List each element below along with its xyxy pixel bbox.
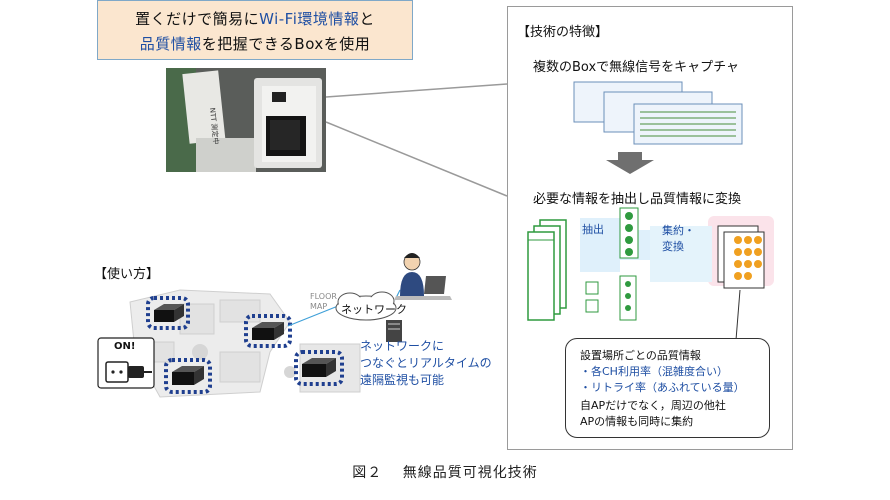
features-title: 【技術の特徴】 — [517, 25, 609, 40]
usage-desc-line-1: ネットワークに — [360, 339, 445, 353]
intro-line-1: 置くだけで簡易にWi-Fi環境情報と — [98, 8, 412, 29]
intro-line-2-post: を把握できるBoxを使用 — [201, 35, 371, 53]
aggregate-label-1: 集約・ — [662, 224, 695, 237]
intro-line-1-highlight: Wi-Fi環境情報 — [259, 10, 360, 28]
power-socket-icon — [97, 337, 155, 389]
aggregate-label-2: 変換 — [662, 240, 684, 253]
extract-label: 抽出 — [582, 223, 604, 236]
capture-screens — [573, 81, 743, 145]
down-arrow-icon — [606, 152, 654, 174]
extraction-diagram — [527, 207, 774, 321]
power-on-label: ON! — [114, 341, 136, 352]
floor-box-3 — [164, 358, 212, 394]
device-label: NTT 測定中 — [208, 107, 221, 145]
intro-callout: 置くだけで簡易にWi-Fi環境情報と 品質情報を把握できるBoxを使用 — [97, 0, 413, 60]
info-pointer — [735, 289, 741, 341]
usage-title: 【使い方】 — [94, 267, 160, 282]
info-line-3: ・リトライ率（あふれている量） — [580, 381, 745, 394]
operator-icon — [394, 253, 452, 300]
intro-line-2: 品質情報を把握できるBoxを使用 — [98, 33, 412, 54]
floor-map-label-1: FLOOR — [310, 292, 337, 301]
features-capture-text: 複数のBoxで無線信号をキャプチャ — [533, 60, 740, 75]
quality-info-box: 設置場所ごとの品質情報 ・各CH利用率（混雑度合い） ・リトライ率（あふれている… — [565, 338, 770, 438]
device-photo-illustration: NTT 測定中 — [166, 68, 326, 172]
intro-line-1-post: と — [359, 10, 375, 28]
features-extract-text: 必要な情報を抽出し品質情報に変換 — [533, 192, 742, 207]
figure-caption: 図２ 無線品質可視化技術 — [352, 465, 538, 481]
connector-upper — [325, 83, 508, 98]
network-cloud-icon — [335, 291, 397, 321]
network-label: ネットワーク — [341, 303, 407, 316]
floor-map-label-2: MAP — [310, 302, 328, 311]
network-arrow — [287, 305, 339, 327]
floor-box-1 — [146, 296, 190, 330]
floor-box-2 — [244, 314, 292, 348]
info-line-5: APの情報も同時に集約 — [580, 415, 694, 428]
usage-desc-line-2: つなぐとリアルタイムの — [360, 356, 492, 370]
info-line-4: 自APだけでなく，周辺の他社 — [580, 399, 726, 412]
intro-line-2-highlight: 品質情報 — [139, 35, 202, 53]
usage-desc-line-3: 遠隔監視も可能 — [360, 373, 445, 387]
info-line-1: 設置場所ごとの品質情報 — [580, 349, 701, 362]
server-icon — [386, 320, 402, 342]
device-photo: NTT 測定中 — [166, 68, 326, 172]
floor-box-4 — [294, 350, 344, 386]
intro-line-1-pre: 置くだけで簡易に — [135, 10, 260, 28]
connector-lower — [325, 121, 508, 197]
info-line-2: ・各CH利用率（混雑度合い） — [580, 365, 728, 378]
